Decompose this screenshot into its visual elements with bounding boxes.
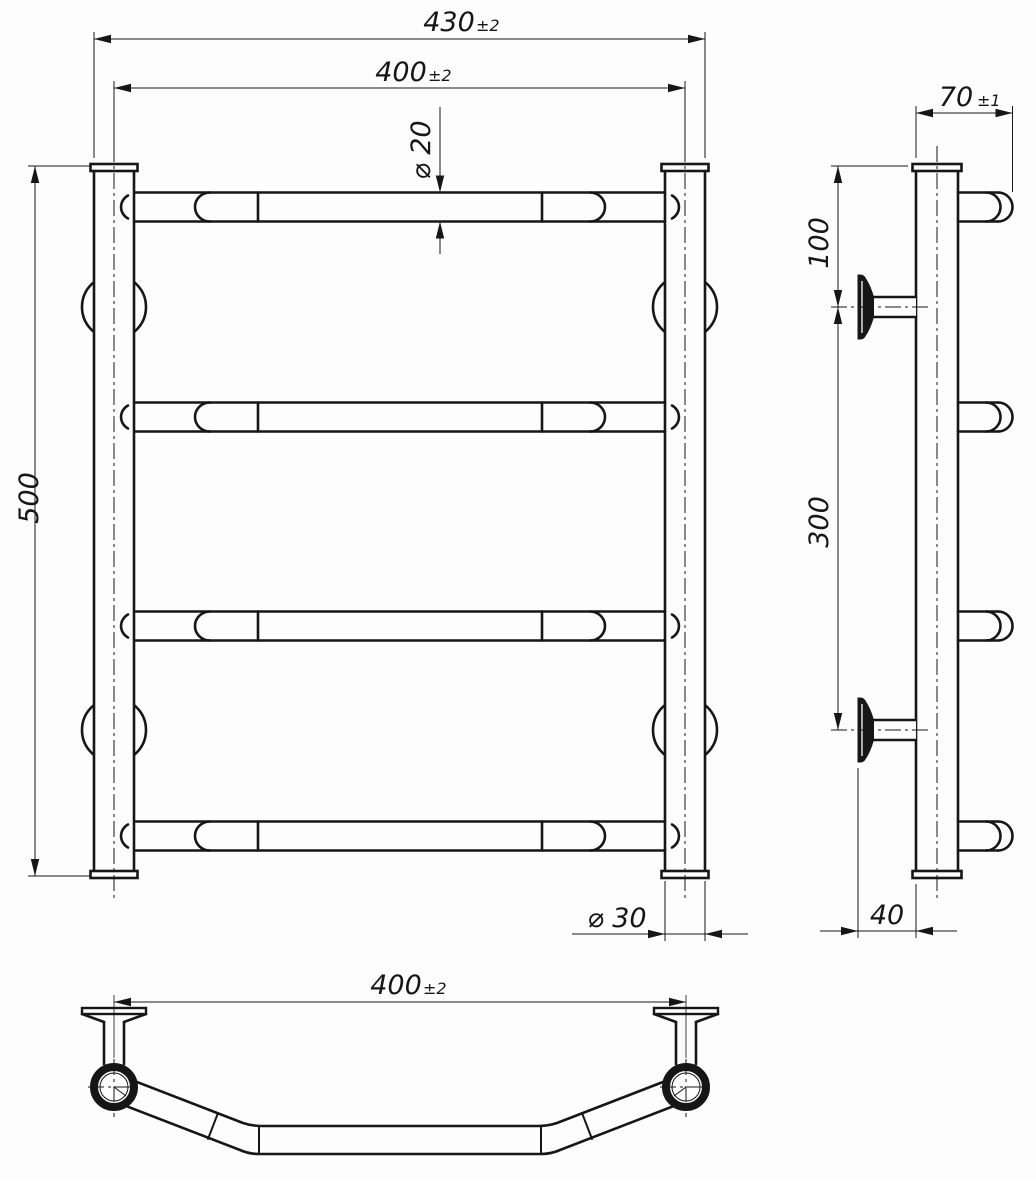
dim-rung-diameter-value: ⌀ 20	[406, 120, 437, 179]
dim-rung-diameter: ⌀ 20	[406, 107, 445, 254]
dim-bracket-spacing-value: 300	[804, 496, 835, 548]
dim-bracket-top-offset-value: 100	[804, 217, 835, 269]
front-bracket-flanges	[80, 273, 719, 764]
top-view-centerlines	[88, 1059, 712, 1117]
dim-overall-height: 500	[14, 165, 90, 877]
dim-center-width: 400 ±2	[113, 57, 686, 158]
front-posts	[89, 162, 710, 880]
side-view	[829, 146, 1014, 902]
dim-bottom-center-width-tol: ±2	[423, 979, 447, 998]
dim-overall-width-tol: ±2	[476, 16, 500, 35]
dim-bracket-spacing: 300	[804, 307, 843, 730]
dim-center-width-value: 400	[375, 57, 427, 88]
dim-overall-height-value: 500	[14, 472, 45, 524]
dim-bottom-center-width: 400 ±2	[113, 970, 687, 1058]
dim-overall-width-value: 430	[423, 7, 475, 38]
dim-bracket-top-offset: 100	[804, 165, 908, 307]
top-view	[80, 1006, 720, 1156]
side-rung-stubs	[956, 191, 1014, 852]
dim-wall-clearance: 40	[820, 768, 957, 938]
top-view-wall-flanges	[80, 1006, 720, 1066]
dim-wall-clearance-value: 40	[870, 900, 904, 931]
front-view	[80, 146, 719, 902]
front-post-centerlines	[113, 146, 686, 902]
top-view-tube	[106, 1073, 694, 1156]
dim-overall-width: 430 ±2	[93, 7, 706, 158]
dim-bottom-center-width-value: 400	[370, 970, 422, 1001]
dim-center-width-tol: ±2	[428, 66, 452, 85]
dim-post-diameter: ⌀ 30	[572, 881, 748, 941]
dim-post-diameter-value: ⌀ 30	[587, 903, 646, 934]
dim-depth: 70 ±1	[915, 82, 1013, 192]
dim-depth-tol: ±1	[977, 91, 1001, 110]
front-rungs	[119, 191, 681, 852]
dim-depth-value: 70	[939, 82, 973, 113]
